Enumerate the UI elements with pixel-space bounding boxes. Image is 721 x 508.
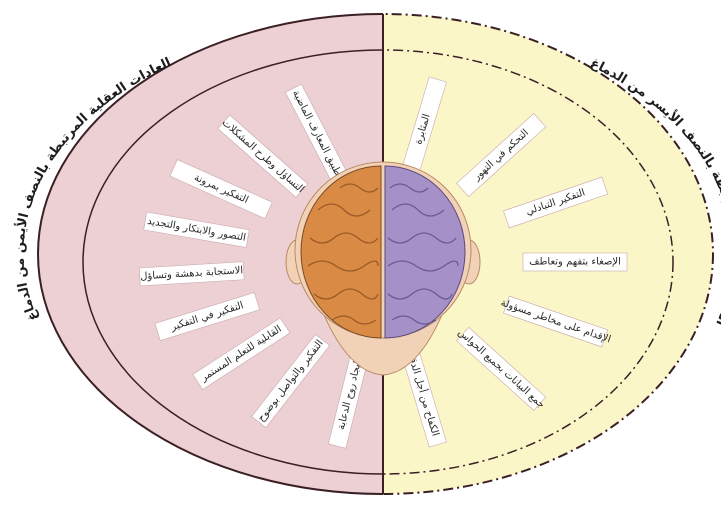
right-habit-label-text: الإصغاء بتفهم وتعاطف: [529, 257, 621, 268]
right-habit-label: الإصغاء بتفهم وتعاطف: [523, 253, 627, 271]
